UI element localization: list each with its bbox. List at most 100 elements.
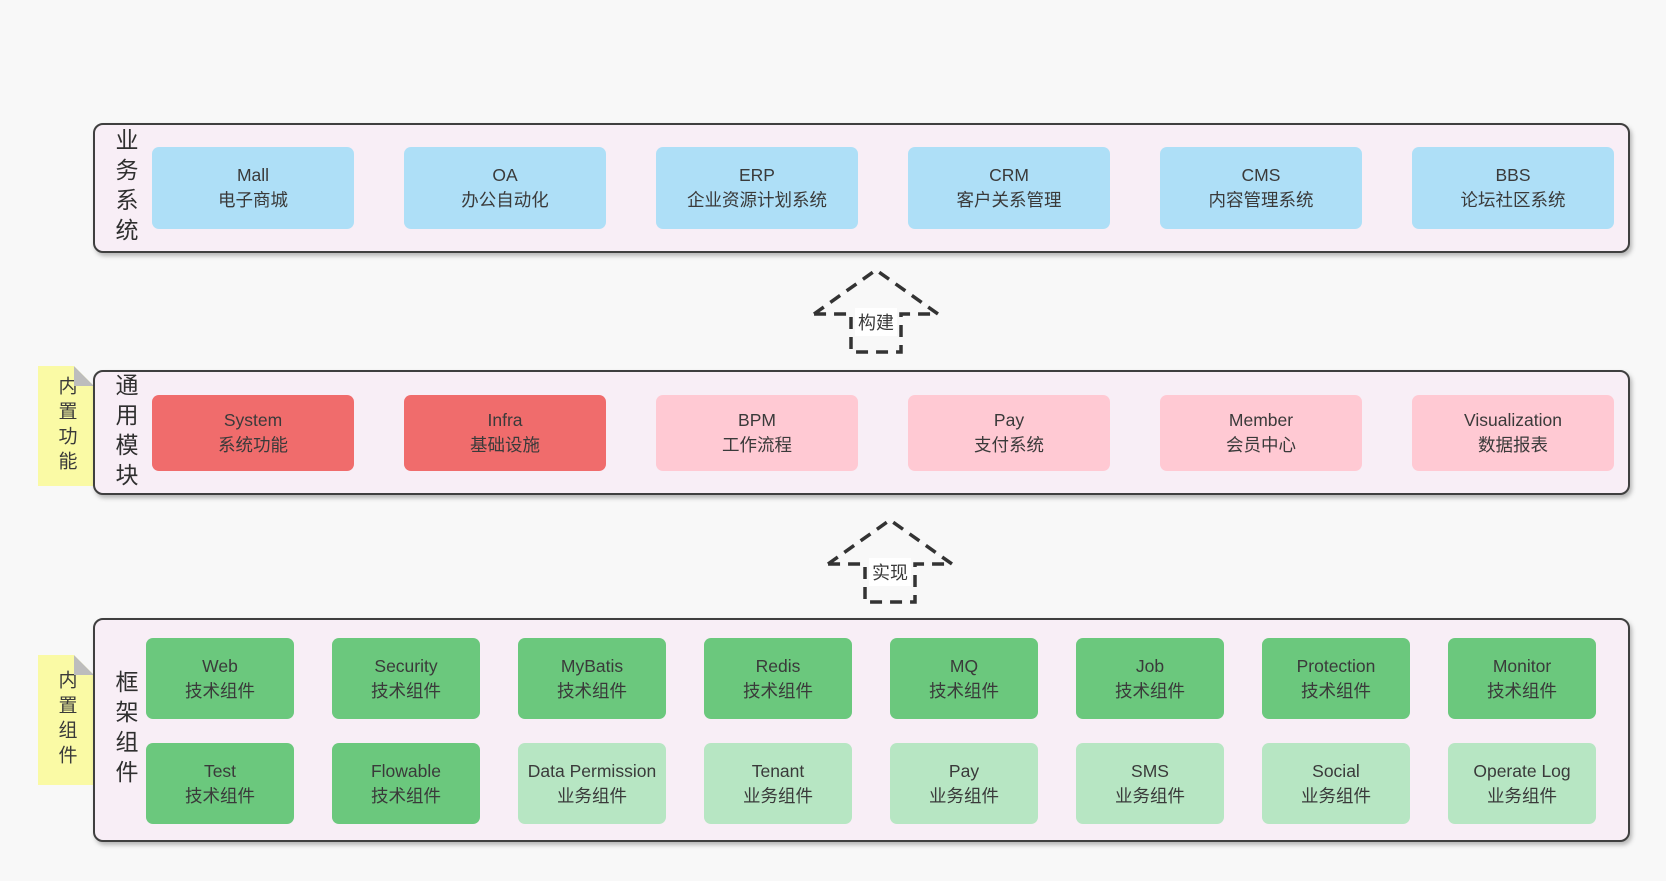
box-subtitle: 数据报表 [1478, 435, 1548, 455]
box-title: SMS [1131, 760, 1169, 781]
module-box-cms: CMS 内容管理系统 [1160, 147, 1362, 229]
box-subtitle: 系统功能 [218, 435, 288, 455]
box-title: MyBatis [560, 655, 624, 676]
folded-corner-icon [74, 366, 94, 386]
box-subtitle: 业务组件 [743, 785, 813, 806]
box-subtitle: 技术组件 [185, 680, 255, 701]
box-title: Pay [993, 410, 1025, 431]
module-box-flowable: Flowable 技术组件 [332, 743, 480, 824]
module-box-mybatis: MyBatis 技术组件 [518, 638, 666, 719]
box-title: ERP [739, 165, 775, 186]
build-arrow: 构建 [806, 262, 946, 356]
box-subtitle: 技术组件 [929, 680, 999, 701]
band-label: 通用模块 [112, 372, 138, 493]
box-title: Visualization [1464, 410, 1562, 431]
module-box-pay: Pay 业务组件 [890, 743, 1038, 824]
arrow-label: 实现 [869, 558, 911, 586]
up-block-arrow-icon [822, 517, 958, 604]
sticky-note-built-in-features: 内置功能 [38, 366, 94, 486]
module-box-sms: SMS 业务组件 [1076, 743, 1224, 824]
box-subtitle: 业务组件 [557, 785, 627, 806]
module-box-security: Security 技术组件 [332, 638, 480, 719]
box-title: Protection [1296, 655, 1376, 676]
box-title: Social [1312, 760, 1360, 781]
box-subtitle: 技术组件 [1115, 680, 1185, 701]
module-box-redis: Redis 技术组件 [704, 638, 852, 719]
box-title: Member [1228, 410, 1294, 431]
module-box-bbs: BBS 论坛社区系统 [1412, 147, 1614, 229]
module-box-erp: ERP 企业资源计划系统 [656, 147, 858, 229]
box-subtitle: 业务组件 [929, 785, 999, 806]
box-title: BPM [738, 410, 776, 431]
box-subtitle: 企业资源计划系统 [687, 190, 827, 210]
box-title: BBS [1495, 165, 1531, 186]
box-title: Redis [755, 655, 801, 676]
band-business-systems: 业务系统 Mall 电子商城 OA 办公自动化 ERP 企业资源计划系统 CRM 客户关系管理… [93, 123, 1630, 253]
box-subtitle: 内容管理系统 [1208, 190, 1314, 210]
module-box-test: Test 技术组件 [146, 743, 294, 824]
band-label: 框架组件 [112, 670, 138, 790]
box-title: Pay [948, 760, 980, 781]
box-subtitle: 技术组件 [743, 680, 813, 701]
box-subtitle: 业务组件 [1115, 785, 1185, 806]
module-box-member: Member 会员中心 [1160, 395, 1362, 471]
sticky-note-label: 内置功能 [55, 376, 77, 476]
module-box-oa: OA 办公自动化 [404, 147, 606, 229]
box-subtitle: 办公自动化 [461, 190, 549, 210]
box-subtitle: 技术组件 [1487, 680, 1557, 701]
module-box-data-permission: Data Permission 业务组件 [518, 743, 666, 824]
module-box-mq: MQ 技术组件 [890, 638, 1038, 719]
module-box-tenant: Tenant 业务组件 [704, 743, 852, 824]
module-box-job: Job 技术组件 [1076, 638, 1224, 719]
module-box-system: System 系统功能 [152, 395, 354, 471]
box-title: Flowable [370, 760, 442, 781]
sticky-note-label: 内置组件 [55, 670, 77, 770]
box-subtitle: 技术组件 [185, 785, 255, 806]
box-title: Data Permission [527, 760, 657, 781]
box-title: Operate Log [1473, 760, 1571, 781]
box-title: Mall [236, 165, 270, 186]
arrow-label: 构建 [855, 308, 897, 336]
box-subtitle: 业务组件 [1487, 785, 1557, 806]
box-title: CMS [1241, 165, 1281, 186]
sticky-note-built-in-components: 内置组件 [38, 655, 94, 785]
box-title: System [223, 410, 283, 431]
module-box-social: Social 业务组件 [1262, 743, 1410, 824]
module-box-operate-log: Operate Log 业务组件 [1448, 743, 1596, 824]
module-box-crm: CRM 客户关系管理 [908, 147, 1110, 229]
implement-arrow: 实现 [820, 512, 960, 606]
box-subtitle: 工作流程 [722, 435, 792, 455]
box-subtitle: 论坛社区系统 [1460, 190, 1566, 210]
box-title: CRM [989, 165, 1029, 186]
folded-corner-icon [74, 655, 94, 675]
box-subtitle: 基础设施 [470, 435, 540, 455]
box-subtitle: 业务组件 [1301, 785, 1371, 806]
box-title: Security [374, 655, 438, 676]
box-title: Test [203, 760, 237, 781]
box-title: Job [1135, 655, 1165, 676]
box-subtitle: 技术组件 [371, 680, 441, 701]
box-title: OA [492, 165, 518, 186]
band-label: 业务系统 [112, 128, 138, 248]
box-title: MQ [949, 655, 979, 676]
up-block-arrow-icon [808, 267, 944, 354]
box-subtitle: 电子商城 [218, 190, 288, 210]
module-box-web: Web 技术组件 [146, 638, 294, 719]
business-system-boxes: Mall 电子商城 OA 办公自动化 ERP 企业资源计划系统 CRM 客户关系管理 CMS 内容… [95, 147, 1614, 229]
box-subtitle: 技术组件 [371, 785, 441, 806]
box-subtitle: 会员中心 [1226, 435, 1296, 455]
box-title: Tenant [751, 760, 805, 781]
module-box-mall: Mall 电子商城 [152, 147, 354, 229]
box-subtitle: 技术组件 [557, 680, 627, 701]
box-subtitle: 客户关系管理 [956, 190, 1062, 210]
box-title: Web [202, 655, 238, 676]
module-box-visualization: Visualization 数据报表 [1412, 395, 1614, 471]
